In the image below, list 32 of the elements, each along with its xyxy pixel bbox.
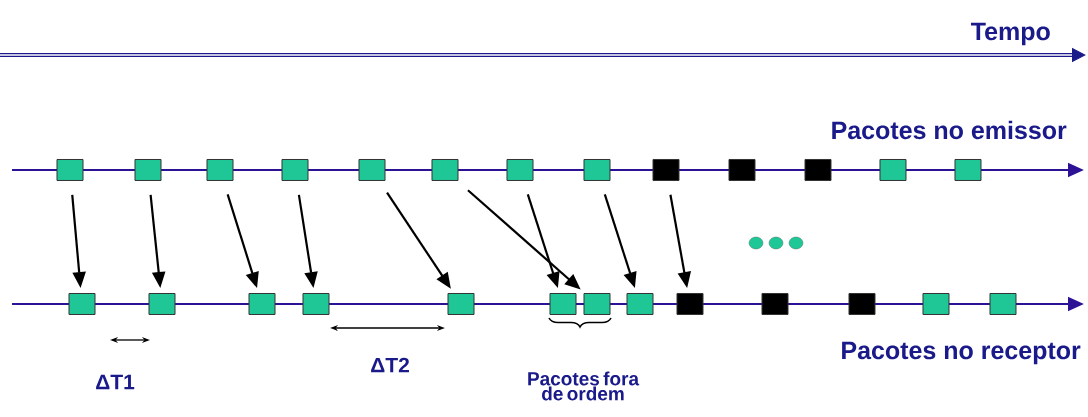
packet-square (728, 159, 756, 181)
axis-label: Pacotes no emissor (832, 120, 1067, 140)
interval-label: ΔT1 (96, 374, 135, 390)
packet-square (431, 159, 459, 181)
packet-square (134, 159, 162, 181)
packet-square (804, 159, 832, 181)
packet-square (848, 293, 876, 315)
packet-square (583, 293, 611, 315)
packet-square (879, 159, 907, 181)
title-label: Tempo (971, 22, 1050, 46)
axis-label: Pacotes no receptor (842, 341, 1081, 365)
packet-square (302, 293, 330, 315)
packet-square (447, 293, 475, 315)
packet-square (549, 293, 577, 315)
packet-square (248, 293, 276, 315)
packet-square (989, 293, 1017, 315)
packet-square (652, 159, 680, 181)
packet-square (281, 159, 309, 181)
packet-square (56, 159, 84, 181)
packet-square (583, 159, 611, 181)
packet-square (954, 159, 982, 181)
packet-square (68, 293, 96, 315)
packet-square (506, 159, 534, 181)
packet-square (922, 293, 950, 315)
brace-label: Pacotes fora de ordem (528, 371, 640, 401)
packet-square (761, 293, 789, 315)
packet-square (206, 159, 234, 181)
packet-square (148, 293, 176, 315)
packet-square (358, 159, 386, 181)
interval-label: ΔT2 (371, 357, 409, 373)
packet-square (626, 293, 654, 315)
packet-square (676, 293, 704, 315)
